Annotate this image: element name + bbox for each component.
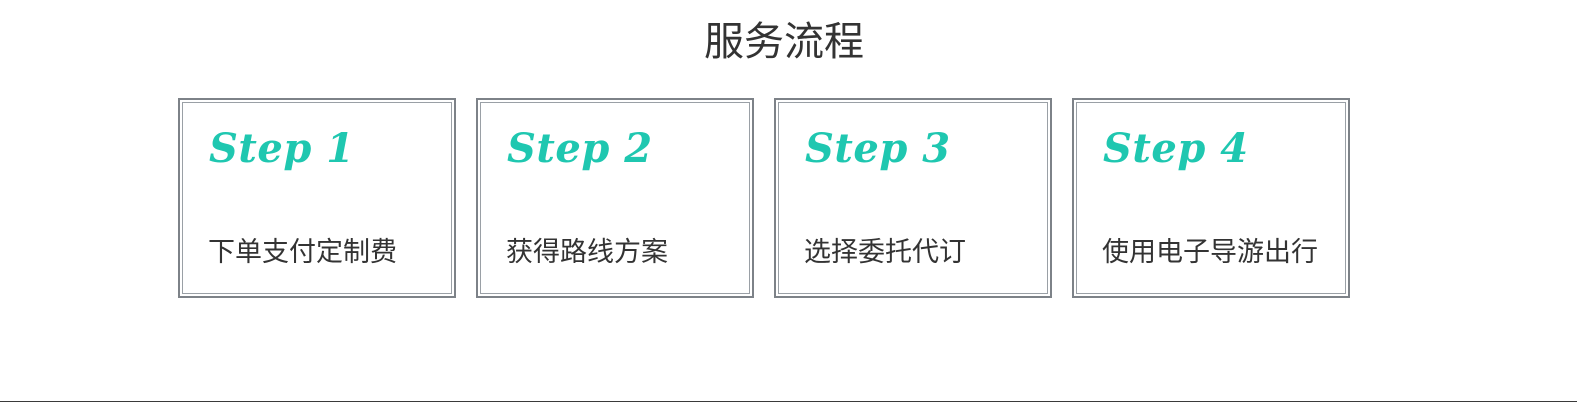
step-card-2: Step 2 获得路线方案: [476, 98, 754, 298]
bottom-divider: [0, 401, 1577, 402]
step-number: Step 2: [507, 125, 653, 172]
step-card-inner: Step 2 获得路线方案: [480, 102, 750, 294]
step-description: 下单支付定制费: [208, 237, 397, 268]
step-number: Step 3: [805, 125, 951, 172]
step-card-3: Step 3 选择委托代订: [774, 98, 1052, 298]
process-steps: Step 1 下单支付定制费 Step 2 获得路线方案 Step 3 选择委托…: [178, 98, 1350, 298]
step-card-4: Step 4 使用电子导游出行: [1072, 98, 1350, 298]
section-title: 服务流程: [704, 19, 864, 65]
step-card-inner: Step 3 选择委托代订: [778, 102, 1048, 294]
step-card-inner: Step 4 使用电子导游出行: [1076, 102, 1346, 294]
step-number: Step 1: [209, 125, 355, 172]
step-card-1: Step 1 下单支付定制费: [178, 98, 456, 298]
step-description: 选择委托代订: [804, 237, 966, 268]
step-description: 使用电子导游出行: [1102, 237, 1318, 268]
step-number: Step 4: [1103, 125, 1249, 172]
step-description: 获得路线方案: [506, 237, 668, 268]
step-card-inner: Step 1 下单支付定制费: [182, 102, 452, 294]
